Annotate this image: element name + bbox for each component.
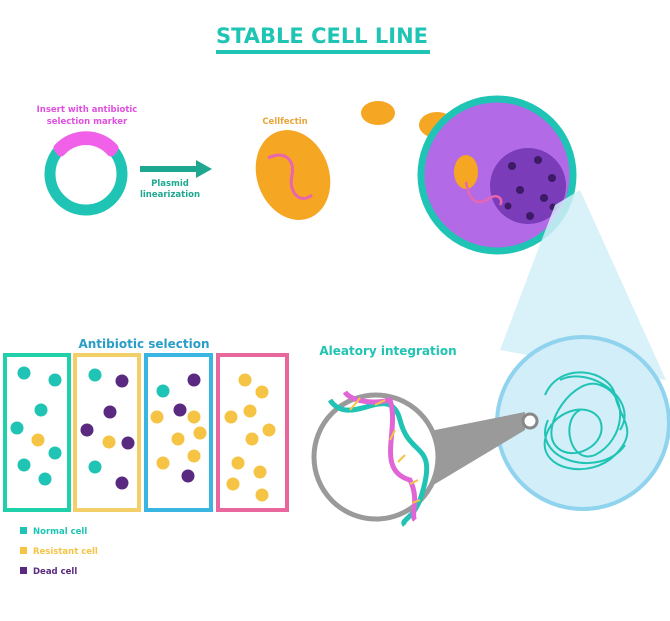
dead-cell [187,373,201,387]
legend-label-dead: Dead cell [33,567,77,577]
linear-dna [267,153,313,200]
liposome-small [361,101,395,125]
dead-cell [103,405,117,419]
legend-swatch-normal [20,527,27,534]
arrow-head-icon [196,160,212,178]
legend-swatch-dead [20,567,27,574]
resistant-cell [102,435,116,449]
resistant-cell [150,410,164,424]
title: STABLE CELL LINE [216,24,428,48]
resistant-cell [262,423,276,437]
normal-cell [38,472,52,486]
arrow-label-line1: Plasmid [151,179,189,189]
magnifier-cone [425,412,525,490]
cells-group [10,366,276,502]
zoom-cone [500,190,666,380]
normal-cell [156,384,170,398]
title-underline [216,50,430,54]
resistant-cell [171,432,185,446]
resistant-cell [253,465,267,479]
normal-cell [17,366,31,380]
dna-entering [464,181,503,206]
resistant-cell [187,410,201,424]
dna-base-pairs [349,397,421,504]
resistant-cell [255,488,269,502]
resistant-cell [231,456,245,470]
resistant-cell [187,449,201,463]
dead-cell [173,403,187,417]
insert-segment [53,131,119,157]
dead-cell [121,436,135,450]
resistant-cell [193,426,207,440]
resistant-cell [226,477,240,491]
insert-label-line2: selection marker [47,117,128,127]
cellfectin-label: Cellfectin [262,117,307,127]
aleatory-integration-title: Aleatory integration [319,344,456,358]
normal-cell [34,403,48,417]
resistant-cell [238,373,252,387]
normal-cell [48,446,62,460]
dead-cell [181,469,195,483]
resistant-cell [245,432,259,446]
magnifier-focus [521,412,539,430]
arrow-label-line2: linearization [140,190,200,200]
dna-magnifier [311,392,441,522]
nucleus-spots [504,156,557,220]
arrow-shaft [140,166,198,172]
normal-cell [88,368,102,382]
resistant-cell [243,404,257,418]
liposome-inside [454,155,478,189]
resistant-cell [31,433,45,447]
resistant-cell [224,410,238,424]
normal-cell [48,373,62,387]
legend-label-normal: Normal cell [33,527,87,537]
insert-label-line1: Insert with antibiotic [37,105,138,115]
resistant-cell [156,456,170,470]
resistant-cell [255,385,269,399]
normal-cell [88,460,102,474]
legend-swatch-resistant [20,547,27,554]
chromatin-tangle [543,371,629,471]
normal-cell [10,421,24,435]
dead-cell [115,374,129,388]
normal-cell [17,458,31,472]
dead-cell [115,476,129,490]
dead-cell [80,423,94,437]
antibiotic-selection-title: Antibiotic selection [78,337,209,351]
legend-label-resistant: Resistant cell [33,547,98,557]
